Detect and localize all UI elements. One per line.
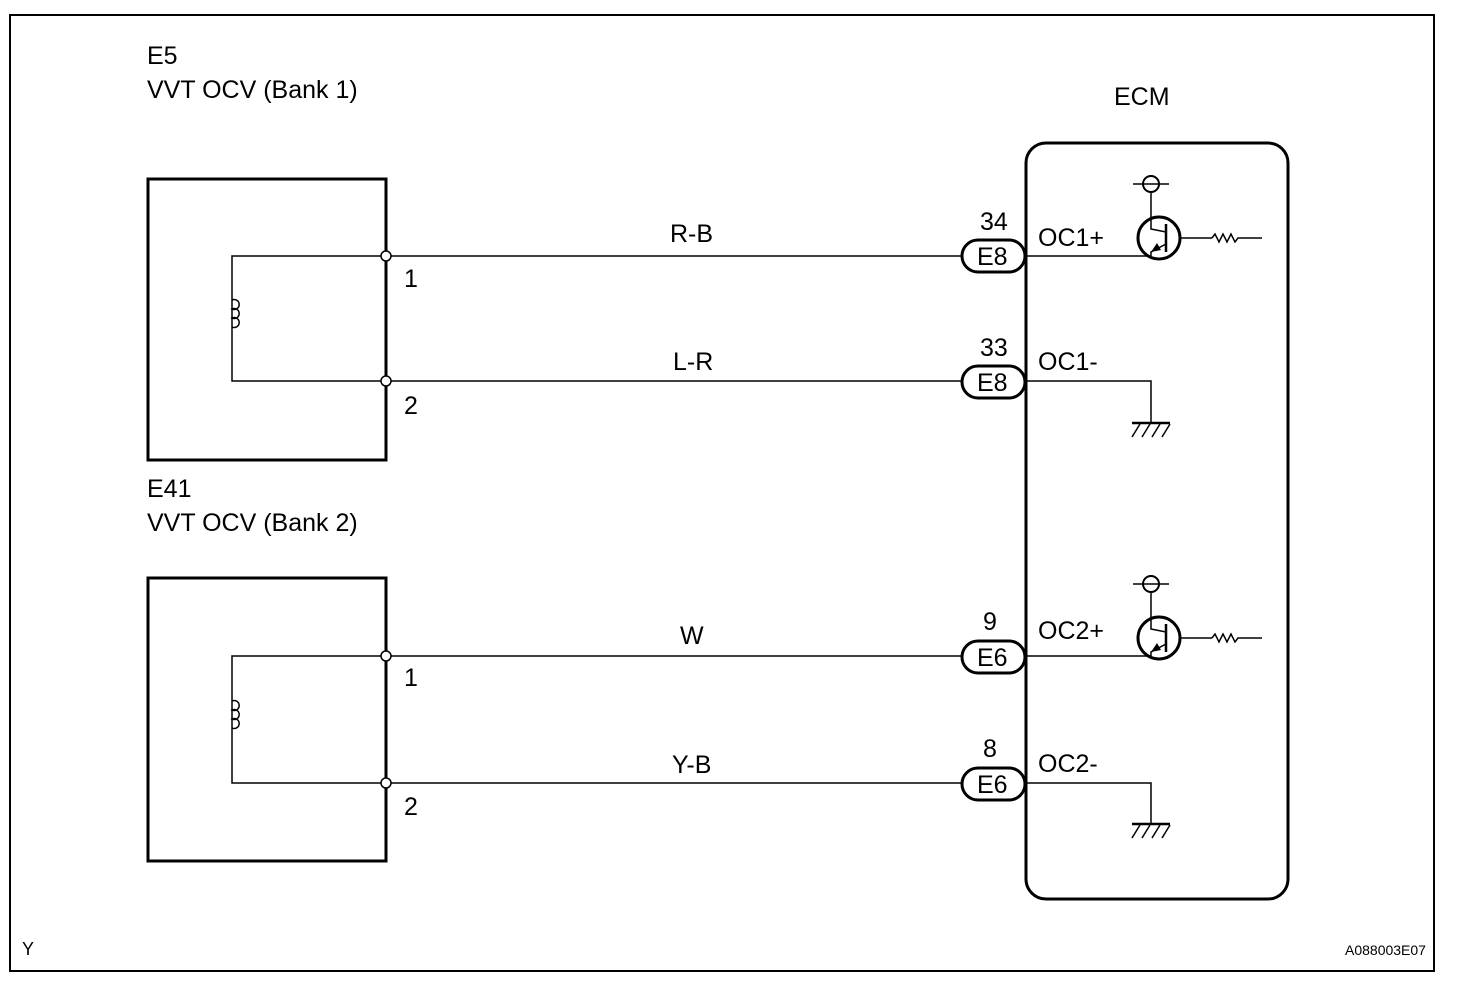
footer-left-mark: Y: [22, 939, 34, 959]
ground-hatch: [1151, 824, 1161, 839]
ocv-bank1-coil-wire: [231, 255, 386, 382]
ecm-label: ECM: [1114, 83, 1170, 111]
ocv-bank2-coil-wire: [231, 655, 386, 784]
wire-color-label: R-B: [670, 220, 713, 248]
component-code-bank1: E5: [147, 42, 178, 70]
ecm-box: [1024, 141, 1290, 901]
solenoid-coil-icon: [230, 298, 240, 329]
ocv-bank1-housing: [146, 177, 388, 462]
ground-hatch: [1141, 423, 1151, 438]
connector-icon: [960, 639, 1027, 675]
ocv-bank1-pin-2: 2: [404, 392, 418, 420]
ground-icon: [1131, 421, 1171, 438]
ocv-bank2-pin-1: 1: [404, 664, 418, 692]
wire-oc1-plus: R-B 34 E8 OC1+: [391, 208, 1147, 274]
ground-hatch: [1151, 423, 1161, 438]
component-name-bank2: VVT OCV (Bank 2): [147, 509, 358, 537]
terminal-name: OC1-: [1038, 348, 1098, 376]
ground-hatch: [1131, 423, 1141, 438]
ocv-bank1: 1 2: [146, 177, 418, 462]
wire-line: [1025, 782, 1152, 823]
wire-oc2-plus: W 9 E6 OC2+: [391, 608, 1147, 675]
solenoid-coil-icon: [230, 699, 240, 730]
connector-pin-number: 34: [980, 208, 1008, 236]
ocv-bank1-pin-1: 1: [404, 265, 418, 293]
connector-pin-number: 33: [980, 334, 1008, 362]
resistor-icon: [1211, 632, 1262, 644]
ocv-bank2-pin-2: 2: [404, 793, 418, 821]
wire-oc2-minus: Y-B 8 E6 OC2-: [391, 735, 1152, 823]
ocv-bank2-housing: [146, 576, 388, 863]
connector-code: E6: [977, 771, 1008, 799]
transistor-icon: [1136, 215, 1182, 261]
connector-code: E8: [977, 369, 1008, 397]
ground-hatch: [1161, 824, 1171, 839]
wire-line: [1025, 380, 1152, 422]
pin-terminal-icon: [380, 650, 392, 662]
pin-terminal-icon: [380, 375, 392, 387]
component-code-bank2: E41: [147, 475, 191, 503]
ground-hatch: [1141, 824, 1151, 839]
resistor-icon: [1211, 232, 1262, 244]
transistor-icon: [1136, 615, 1182, 661]
terminal-name: OC2+: [1038, 617, 1104, 645]
wire-color-label: W: [680, 622, 704, 650]
terminal-name: OC2-: [1038, 750, 1098, 778]
wire-oc1-minus: L-R 33 E8 OC1-: [391, 334, 1152, 422]
terminal-name: OC1+: [1038, 224, 1104, 252]
transistor-driver-1: [1133, 175, 1262, 261]
ground-hatch: [1161, 423, 1171, 438]
diagram-frame: [9, 14, 1435, 972]
connector-code: E6: [977, 644, 1008, 672]
figure-id: A088003E07: [1345, 942, 1426, 958]
ground-hatch: [1131, 824, 1141, 839]
wire-color-label: Y-B: [672, 751, 711, 779]
transistor-collector: [1150, 618, 1167, 633]
transistor-collector: [1150, 218, 1167, 233]
ground-icon: [1131, 822, 1171, 839]
wire-color-label: L-R: [673, 348, 713, 376]
connector-icon: [960, 364, 1027, 400]
connector-code: E8: [977, 243, 1008, 271]
emitter-arrow-icon: [1151, 643, 1161, 652]
ocv-bank2: 1 2: [146, 576, 418, 863]
emitter-arrow-icon: [1151, 243, 1161, 252]
connector-icon: [960, 766, 1027, 802]
pin-terminal-icon: [380, 777, 392, 789]
connector-pin-number: 8: [983, 735, 997, 763]
connector-pin-number: 9: [983, 608, 997, 636]
component-name-bank1: VVT OCV (Bank 1): [147, 76, 358, 104]
pin-terminal-icon: [380, 250, 392, 262]
transistor-driver-2: [1133, 575, 1262, 661]
